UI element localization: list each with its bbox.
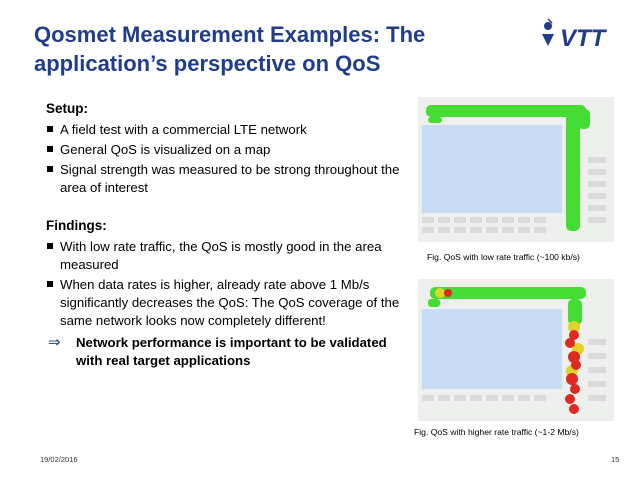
conclusion: ⇒ Network performance is important to be… bbox=[46, 334, 406, 370]
slide-body: Setup: A field test with a commercial LT… bbox=[46, 100, 406, 370]
setup-bullet-3: Signal strength was measured to be stron… bbox=[46, 161, 406, 197]
setup-bullet-2: General QoS is visualized on a map bbox=[46, 141, 406, 159]
findings-bullet-2: When data rates is higher, already rate … bbox=[46, 276, 406, 330]
slide-title-line-2: application’s perspective on QoS bbox=[34, 51, 381, 76]
vtt-logo-icon bbox=[542, 18, 554, 46]
slide-title-line-1: Qosmet Measurement Examples: The bbox=[34, 22, 426, 47]
setup-bullet-1: A field test with a commercial LTE netwo… bbox=[46, 121, 406, 139]
slide-title: Qosmet Measurement Examples: The applica… bbox=[34, 20, 504, 78]
vtt-logo: VTT bbox=[542, 18, 608, 52]
figure-1-caption: Fig. QoS with low rate traffic (~100 kb/… bbox=[427, 252, 580, 262]
figure-2-caption: Fig. QoS with higher rate traffic (~1-2 … bbox=[414, 427, 579, 437]
conclusion-text: Network performance is important to be v… bbox=[76, 335, 387, 368]
footer-date: 19/02/2016 bbox=[40, 455, 78, 464]
qos-map-low-rate bbox=[418, 97, 614, 242]
qos-map-low-rate-image bbox=[418, 97, 614, 242]
findings-heading: Findings: bbox=[46, 218, 107, 233]
findings-bullet-list: With low rate traffic, the QoS is mostly… bbox=[46, 238, 406, 330]
setup-heading: Setup: bbox=[46, 101, 88, 116]
qos-map-high-rate-image bbox=[418, 279, 614, 421]
footer-page-number: 15 bbox=[611, 455, 620, 464]
setup-bullet-list: A field test with a commercial LTE netwo… bbox=[46, 121, 406, 197]
qos-map-high-rate bbox=[418, 279, 614, 421]
findings-bullet-1: With low rate traffic, the QoS is mostly… bbox=[46, 238, 406, 274]
vtt-logo-text: VTT bbox=[560, 25, 608, 52]
implies-arrow-icon: ⇒ bbox=[48, 334, 61, 351]
